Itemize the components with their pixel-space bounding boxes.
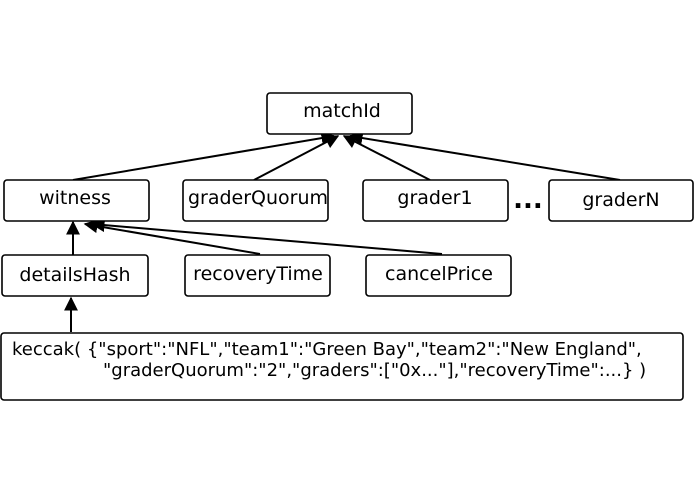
keccak-line-2: "graderQuorum":"2","graders":["0x..."],"… xyxy=(103,360,646,381)
ellipsis-label: ... xyxy=(513,185,543,215)
node-grader1-label: grader1 xyxy=(397,187,472,209)
node-recoverytime: recoveryTime xyxy=(184,254,331,297)
node-witness-label: witness xyxy=(39,187,111,209)
node-matchid: matchId xyxy=(266,92,413,135)
node-keccak-hash: keccak( {"sport":"NFL","team1":"Green Ba… xyxy=(0,332,684,401)
node-graderquorum: graderQuorum xyxy=(182,179,329,222)
node-grader1: grader1 xyxy=(362,179,509,222)
node-graderquorum-label: graderQuorum xyxy=(188,187,328,209)
edge-recoverytime-to-witness xyxy=(83,219,261,255)
edge-gradern-to-matchid xyxy=(348,131,621,181)
keccak-line-1: keccak( {"sport":"NFL","team1":"Green Ba… xyxy=(12,339,642,360)
edge-cancelprice-to-witness xyxy=(90,218,443,255)
edge-graderquorum-to-matchid xyxy=(253,135,340,181)
edge-witness-to-matchid xyxy=(72,131,336,181)
node-gradern-label: graderN xyxy=(582,189,659,211)
node-cancelprice: cancelPrice xyxy=(365,254,512,297)
node-detailshash-label: detailsHash xyxy=(19,264,130,286)
node-cancelprice-label: cancelPrice xyxy=(385,263,493,285)
node-witness: witness xyxy=(3,179,150,222)
node-recoverytime-label: recoveryTime xyxy=(193,263,323,285)
node-detailshash: detailsHash xyxy=(1,254,149,297)
node-matchid-label: matchId xyxy=(303,100,381,122)
node-gradern: graderN xyxy=(548,179,694,222)
